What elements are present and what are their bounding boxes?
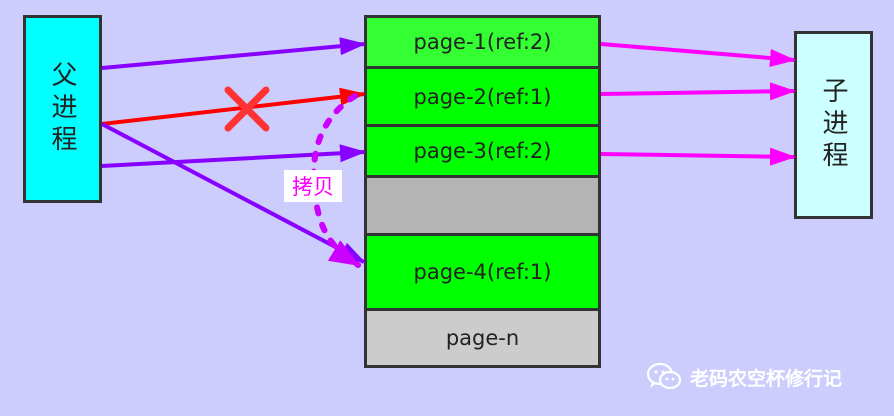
page-2-label: page-2(ref:1) [413,84,552,109]
arrow-child-page2 [600,82,796,101]
parent-process-box: 父进程 [23,15,102,203]
page-empty [367,178,598,233]
watermark-text: 老码农空杯修行记 [690,367,843,390]
copy-label: 拷贝 [284,170,342,202]
arrow-parent-page3 [101,144,366,168]
cross-icon [224,86,270,132]
memory-pages-stack: page-1(ref:2) page-2(ref:1) page-3(ref:2… [364,15,601,368]
page-n-label: page-n [445,326,520,350]
arrow-child-page3 [600,147,796,166]
page-4: page-4(ref:1) [367,236,598,308]
page-1-label: page-1(ref:2) [413,30,552,54]
parent-process-label: 父进程 [47,61,77,157]
page-1: page-1(ref:2) [367,18,598,66]
watermark: 老码农空杯修行记 [646,360,842,394]
child-process-label: 子进程 [818,77,848,173]
arrow-parent-page2-broken [101,87,366,126]
arrow-child-page1 [600,42,796,67]
wechat-icon [646,362,682,390]
child-process-box: 子进程 [794,31,873,219]
page-4-label: page-4(ref:1) [413,260,552,284]
page-n: page-n [367,311,598,365]
page-2: page-2(ref:1) [367,69,598,124]
page-3-label: page-3(ref:2) [413,139,552,163]
page-3: page-3(ref:2) [367,127,598,175]
arrow-parent-page1 [101,37,366,70]
